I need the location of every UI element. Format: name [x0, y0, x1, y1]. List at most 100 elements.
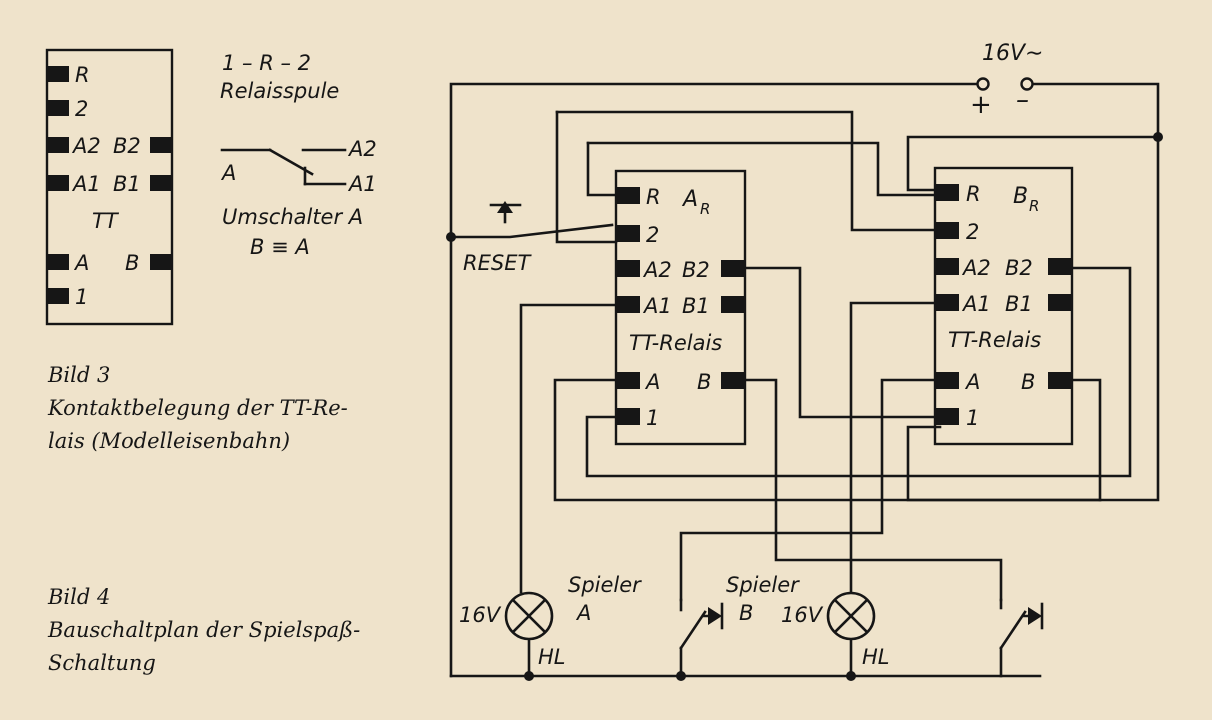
legend-label-a2: A2	[71, 134, 101, 158]
relay-a-pin-a	[616, 372, 640, 389]
supply-label: 16V∼	[982, 41, 1043, 66]
relay-a-label-a1: A1	[642, 294, 672, 318]
relay-a-pin-b1	[721, 296, 745, 313]
relay-b-label-2: 2	[966, 220, 979, 244]
legend-pin-a	[47, 254, 69, 270]
lamp-b-label: HL	[862, 645, 890, 669]
relay-b-pin-2	[935, 222, 959, 239]
player-b-line2: B	[739, 601, 753, 625]
relay-a-label-a: A	[644, 370, 660, 394]
legend-label-b1: B1	[113, 172, 141, 196]
bild3-title: Bild 3	[47, 363, 110, 387]
bild4-title: Bild 4	[47, 585, 110, 609]
supply-plus: +	[970, 90, 992, 120]
relay-a-pin-a2	[616, 260, 640, 277]
relay-b-pin-a2	[935, 258, 959, 275]
relay-a-label-b2: B2	[682, 258, 710, 282]
relay-b-pin-b1	[1048, 294, 1072, 311]
relay-a-name: A	[681, 187, 698, 212]
relay-a-pin-1	[616, 408, 640, 425]
player-a-line2: A	[575, 601, 591, 625]
relay-b-label-r: R	[966, 182, 981, 206]
supply-minus: –	[1016, 85, 1029, 115]
reset-arrow-icon	[497, 201, 513, 213]
legend-label-1: 1	[75, 285, 88, 309]
switch-label-a1: A1	[347, 172, 377, 196]
lamp-b-icon	[826, 591, 876, 641]
switch-caption2: B ≡ A	[250, 235, 310, 259]
relay-b-pin-1	[935, 408, 959, 425]
relay-b-pin-b	[1048, 372, 1072, 389]
relay-a-pin-b2	[721, 260, 745, 277]
legend-body-label: TT	[92, 209, 120, 233]
relay-a: R 2 A2 A1 A 1 B2 B1 B A R TT-Relais	[614, 169, 747, 446]
relay-a-label-b: B	[697, 370, 711, 394]
lamp-a-icon	[504, 591, 554, 641]
legend-label-r: R	[75, 63, 90, 87]
legend-label-2: 2	[75, 97, 88, 121]
relay-b-label-b2: B2	[1005, 256, 1033, 280]
relay-a-pin-r	[616, 187, 640, 204]
lamp-a-label: HL	[538, 645, 566, 669]
bild4-line2: Schaltung	[48, 651, 156, 675]
player-b-line1: Spieler	[726, 573, 800, 597]
relay-b-name: B	[1013, 184, 1028, 209]
legend-pin-a2	[47, 137, 69, 153]
coil-line2: Relaisspule	[220, 79, 339, 103]
relay-a-label-a2: A2	[642, 258, 672, 282]
relay-b-label-a2: A2	[961, 256, 991, 280]
relay-b-type: TT-Relais	[948, 328, 1041, 352]
relay-b: R 2 A2 A1 A 1 B2 B1 B B R TT-Relais	[933, 166, 1074, 446]
relay-a-label-b1: B1	[682, 294, 710, 318]
legend-pin-a1	[47, 175, 69, 191]
lamp-b-voltage: 16V	[781, 603, 824, 627]
legend-pin-1	[47, 288, 69, 304]
relay-a-pin-a1	[616, 296, 640, 313]
relay-b-pin-a	[935, 372, 959, 389]
switch-label-a: A	[220, 161, 236, 185]
changeover-switch-symbol	[220, 148, 347, 186]
legend-relay: R 2 A2 A1 A 1 B2 B1 B TT	[45, 48, 174, 326]
relay-a-label-r: R	[646, 185, 661, 209]
reset-label: RESET	[463, 251, 532, 275]
bild4-line1: Bauschaltplan der Spielspaß-	[47, 618, 360, 642]
relay-b-pin-a1	[935, 294, 959, 311]
relay-a-pin-2	[616, 225, 640, 242]
relay-b-pin-r	[935, 184, 959, 201]
supply-terminals	[976, 77, 1034, 91]
relay-a-label-2: 2	[646, 223, 659, 247]
legend-pin-b1	[150, 175, 172, 191]
relay-b-label-b1: B1	[1005, 292, 1033, 316]
reset-button-symbol	[489, 201, 522, 224]
bild3-line2: lais (Modelleisenbahn)	[48, 429, 290, 453]
relay-a-type: TT-Relais	[629, 331, 722, 355]
legend-label-a1: A1	[71, 172, 101, 196]
legend-label-a: A	[73, 251, 89, 275]
bild3-line1: Kontaktbelegung der TT-Re-	[47, 396, 348, 420]
coil-line1: 1 – R – 2	[222, 51, 311, 75]
legend-pin-2	[47, 100, 69, 116]
relay-b-name-sub: R	[1029, 197, 1039, 215]
relay-b-label-a1: A1	[961, 292, 991, 316]
relay-a-pin-b	[721, 372, 745, 389]
circuit-wiring	[449, 82, 1160, 678]
symbol-legend: 1 – R – 2 Relaisspule A A2 A1 Umschalter…	[220, 51, 377, 259]
supply-terminal-minus	[1020, 77, 1034, 91]
legend-pin-b2	[150, 137, 172, 153]
legend-pin-b	[150, 254, 172, 270]
supply-terminal-plus	[976, 77, 990, 91]
relay-b-pin-b2	[1048, 258, 1072, 275]
relay-a-label-1: 1	[646, 406, 659, 430]
legend-label-b2: B2	[113, 134, 141, 158]
legend-label-b: B	[125, 251, 139, 275]
legend-pin-r	[47, 66, 69, 82]
player-a-line1: Spieler	[568, 573, 642, 597]
junction-dots	[446, 132, 1163, 681]
lamp-a-voltage: 16V	[459, 603, 502, 627]
relay-a-name-sub: R	[700, 200, 710, 218]
relay-b-label-b: B	[1021, 370, 1035, 394]
relay-b-label-a: A	[964, 370, 980, 394]
switch-label-a2: A2	[347, 137, 377, 161]
